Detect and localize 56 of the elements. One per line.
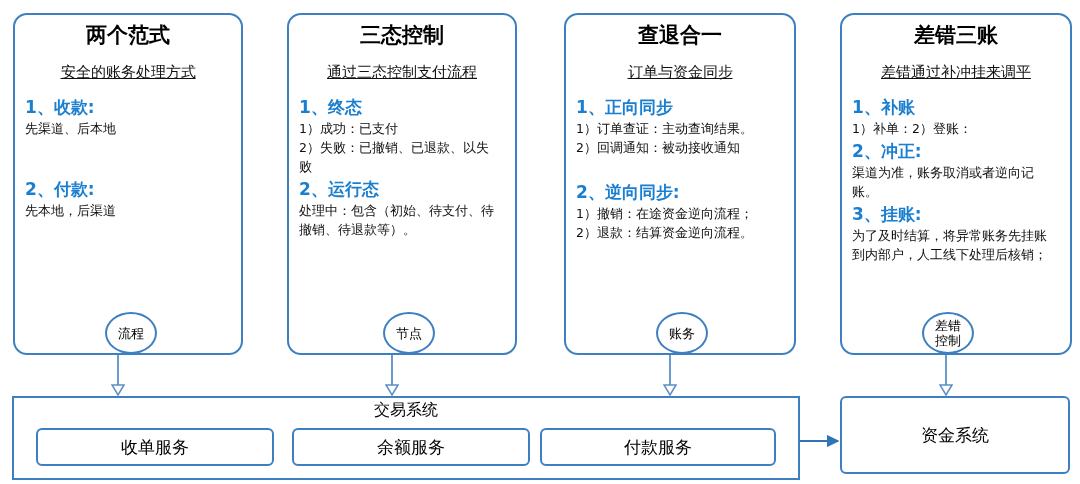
- tag-circle: [105, 312, 157, 354]
- service-box: [292, 428, 530, 466]
- section-heading: 1、正向同步: [576, 96, 674, 119]
- section-text: 2）退款：结算资金逆向流程。: [576, 224, 754, 242]
- arrow: [385, 354, 399, 396]
- service-label: 资金系统: [921, 423, 989, 447]
- tag-circle: [656, 312, 708, 354]
- card-title: 查退合一: [637, 22, 723, 49]
- tag-circle: [922, 312, 974, 354]
- arrow: [939, 354, 953, 396]
- section-text: 1）补单：2）登账：: [852, 120, 973, 138]
- service-label: 付款服务: [624, 435, 692, 459]
- card-title: 两个范式: [85, 22, 171, 49]
- section-text: 1）成功：已支付: [299, 120, 399, 138]
- section-text: 1）订单查证：主动查询结果。: [576, 120, 754, 138]
- section-text: 为了及时结算，将异常账务先挂账到内部户，人工线下处理后核销；: [852, 227, 1048, 264]
- concept-card: [13, 13, 243, 355]
- card-subtitle: 通过三态控制支付流程: [326, 63, 478, 82]
- card-title: 差错三账: [913, 22, 999, 49]
- tag-label: 节点: [395, 325, 423, 341]
- section-heading: 2、付款:: [25, 178, 96, 201]
- service-box: [36, 428, 274, 466]
- service-box: [840, 396, 1070, 474]
- concept-card: [840, 13, 1072, 355]
- section-text: 1）撤销：在途资金逆向流程；: [576, 205, 754, 223]
- arrow: [799, 434, 840, 448]
- arrow: [663, 354, 677, 396]
- concept-card: [287, 13, 517, 355]
- section-heading: 2、逆向同步:: [576, 181, 681, 204]
- section-heading: 2、冲正:: [852, 140, 923, 163]
- service-box: [540, 428, 776, 466]
- section-heading: 2、运行态: [299, 178, 380, 201]
- tag-circle: [383, 312, 435, 354]
- card-subtitle: 订单与资金同步: [626, 63, 734, 82]
- section-text: 2）失败：已撤销、已退款、以失败: [299, 139, 490, 176]
- concept-card: [564, 13, 796, 355]
- card-subtitle: 差错通过补冲挂来调平: [880, 63, 1032, 82]
- section-heading: 1、收款:: [25, 96, 96, 119]
- system-label: 交易系统: [373, 400, 439, 421]
- system-box: [12, 396, 800, 480]
- section-text: 2）回调通知：被动接收通知: [576, 139, 741, 157]
- tag-label: 账务: [668, 325, 696, 341]
- card-subtitle: 安全的账务处理方式: [59, 63, 197, 82]
- section-heading: 1、终态: [299, 96, 363, 119]
- tag-label: 差错控制: [934, 318, 962, 348]
- section-text: 处理中：包含（初始、待支付、待撤销、待退款等）。: [299, 202, 495, 239]
- arrow: [111, 354, 125, 396]
- section-text: 先渠道、后本地: [25, 120, 117, 138]
- section-text: 渠道为准，账务取消或者逆向记账。: [852, 164, 1035, 201]
- tag-label: 流程: [117, 325, 145, 341]
- section-heading: 1、补账: [852, 96, 916, 119]
- section-text: 先本地，后渠道: [25, 202, 117, 220]
- service-label: 收单服务: [121, 435, 189, 459]
- card-title: 三态控制: [359, 22, 445, 49]
- service-label: 余额服务: [377, 435, 445, 459]
- section-heading: 3、挂账:: [852, 203, 923, 226]
